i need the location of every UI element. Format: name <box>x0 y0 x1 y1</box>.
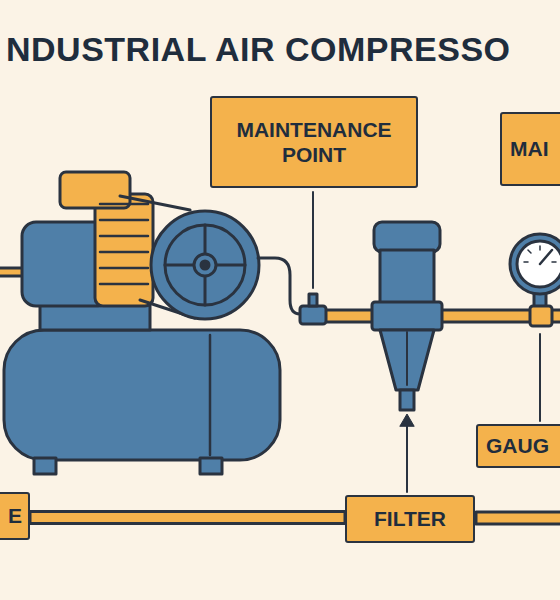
box-label: MAINTENANCE POINT <box>222 117 406 167</box>
label-box: GAUG <box>476 424 560 468</box>
box-label: MAI <box>510 136 549 161</box>
label-box: MAINTENANCE POINT <box>210 96 418 188</box>
box-label: GAUG <box>486 433 549 458</box>
pipe-connector <box>30 512 345 524</box>
box-label: FILTER <box>374 506 446 531</box>
label-box: E <box>0 492 30 540</box>
label-box: MAI <box>500 112 560 186</box>
box-label: E <box>8 503 22 528</box>
diagram-title: NDUSTRIAL AIR COMPRESSO <box>6 30 511 69</box>
label-box: FILTER <box>345 495 475 543</box>
